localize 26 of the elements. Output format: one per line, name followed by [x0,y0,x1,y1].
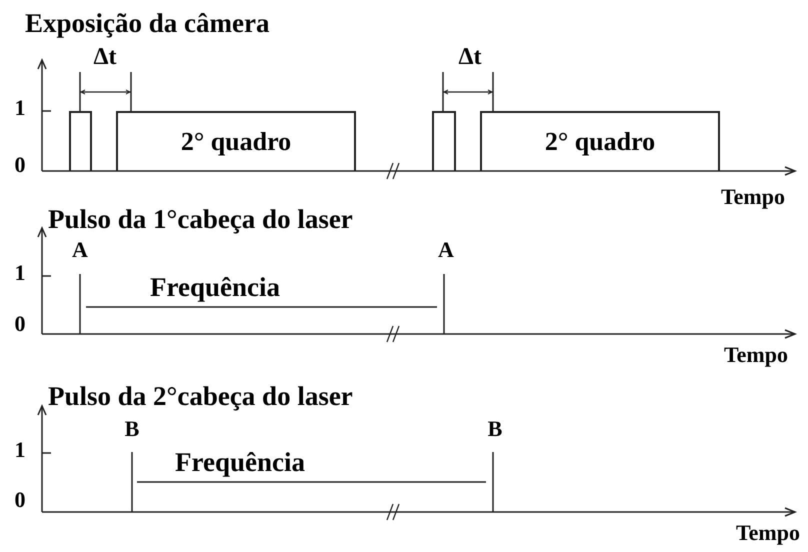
level-label: 0 [14,489,26,511]
axis-label: Tempo [721,186,785,208]
pulse-label: B [488,418,502,440]
exposure-pulse [69,111,92,171]
axis-label: Tempo [736,522,800,544]
chart-title: Pulso da 2°cabeça do laser [48,381,353,411]
period-label: Frequência [150,272,280,302]
chart-title: Exposição da câmera [25,8,270,38]
interval-label: Δt [93,46,117,68]
level-label: 0 [14,313,26,335]
frame-label: 2° quadro [180,127,292,157]
frame-label: 2° quadro [544,127,656,157]
exposure-pulse [432,111,456,171]
chart-title: Pulso da 1°cabeça do laser [48,204,353,234]
axis-label: Tempo [724,344,788,366]
level-label: 1 [14,97,26,119]
interval-label: Δt [458,46,482,68]
exposure-frame [116,111,356,171]
pulse-label: A [72,239,88,261]
level-label: 1 [14,439,26,461]
level-label: 1 [14,262,26,284]
exposure-frame [480,111,720,171]
pulse-label: A [438,239,454,261]
period-label: Frequência [175,447,305,477]
pulse-label: B [124,418,140,440]
level-label: 0 [14,154,26,176]
